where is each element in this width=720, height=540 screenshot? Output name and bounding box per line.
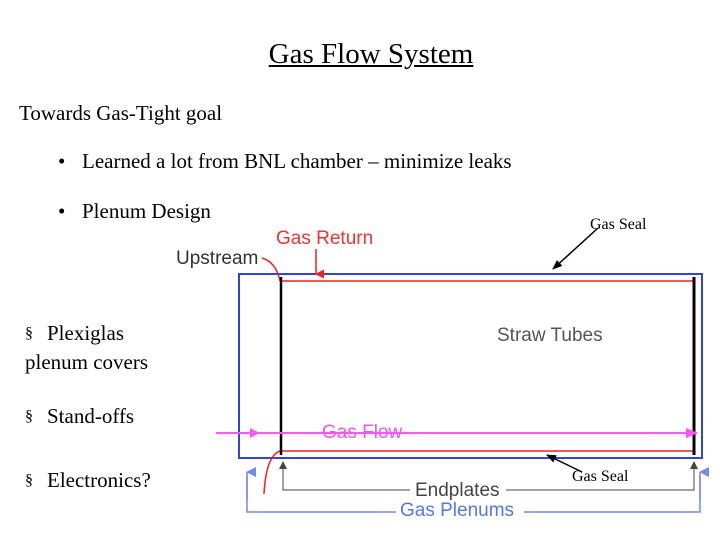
gas-return-label: Gas Return (276, 228, 374, 249)
gas-seal-top-label: Gas Seal (590, 216, 647, 233)
gas-return-upstream-curve (261, 257, 281, 282)
gas-seal-top-arrow (552, 227, 599, 270)
bullet-item: • Plenum Design (58, 199, 211, 224)
bullet-dot-icon: • (58, 199, 66, 223)
slide-title: Gas Flow System (268, 38, 474, 70)
bullet-text: Learned a lot from BNL chamber – minimiz… (82, 149, 512, 173)
gas-return-hook (263, 450, 281, 495)
endplates-label: Endplates (415, 480, 500, 501)
gas-flow-arrowhead-mid (250, 428, 260, 438)
section-mark-icon: § (25, 472, 33, 489)
gas-flow-label: Gas Flow (322, 422, 403, 443)
gas-seal-bottom-label: Gas Seal (572, 468, 629, 485)
slide-subtitle: Towards Gas-Tight goal (19, 101, 223, 125)
sub-item-plexiglas: § Plexiglas plenum covers (25, 319, 148, 376)
gas-seal-bottom-arrow (546, 454, 583, 473)
bullet-text: Plenum Design (82, 199, 211, 223)
sub-item-text: plenum covers (25, 350, 149, 374)
sub-item-text: Stand-offs (47, 404, 135, 428)
plenum-box (238, 273, 703, 459)
upstream-label: Upstream (176, 248, 259, 269)
gas-plenums-label: Gas Plenums (400, 500, 515, 521)
sub-item-electronics: § Electronics? (25, 468, 151, 493)
sub-item-text: Plexiglas (47, 321, 124, 345)
section-mark-icon: § (25, 325, 33, 342)
bullet-item: • Learned a lot from BNL chamber – minimi… (58, 149, 512, 174)
section-mark-icon: § (25, 408, 33, 425)
straw-tubes-label: Straw Tubes (497, 325, 603, 346)
sub-item-text: Electronics? (47, 468, 151, 492)
bullet-dot-icon: • (58, 149, 66, 173)
sub-item-standoffs: § Stand-offs (25, 404, 134, 429)
